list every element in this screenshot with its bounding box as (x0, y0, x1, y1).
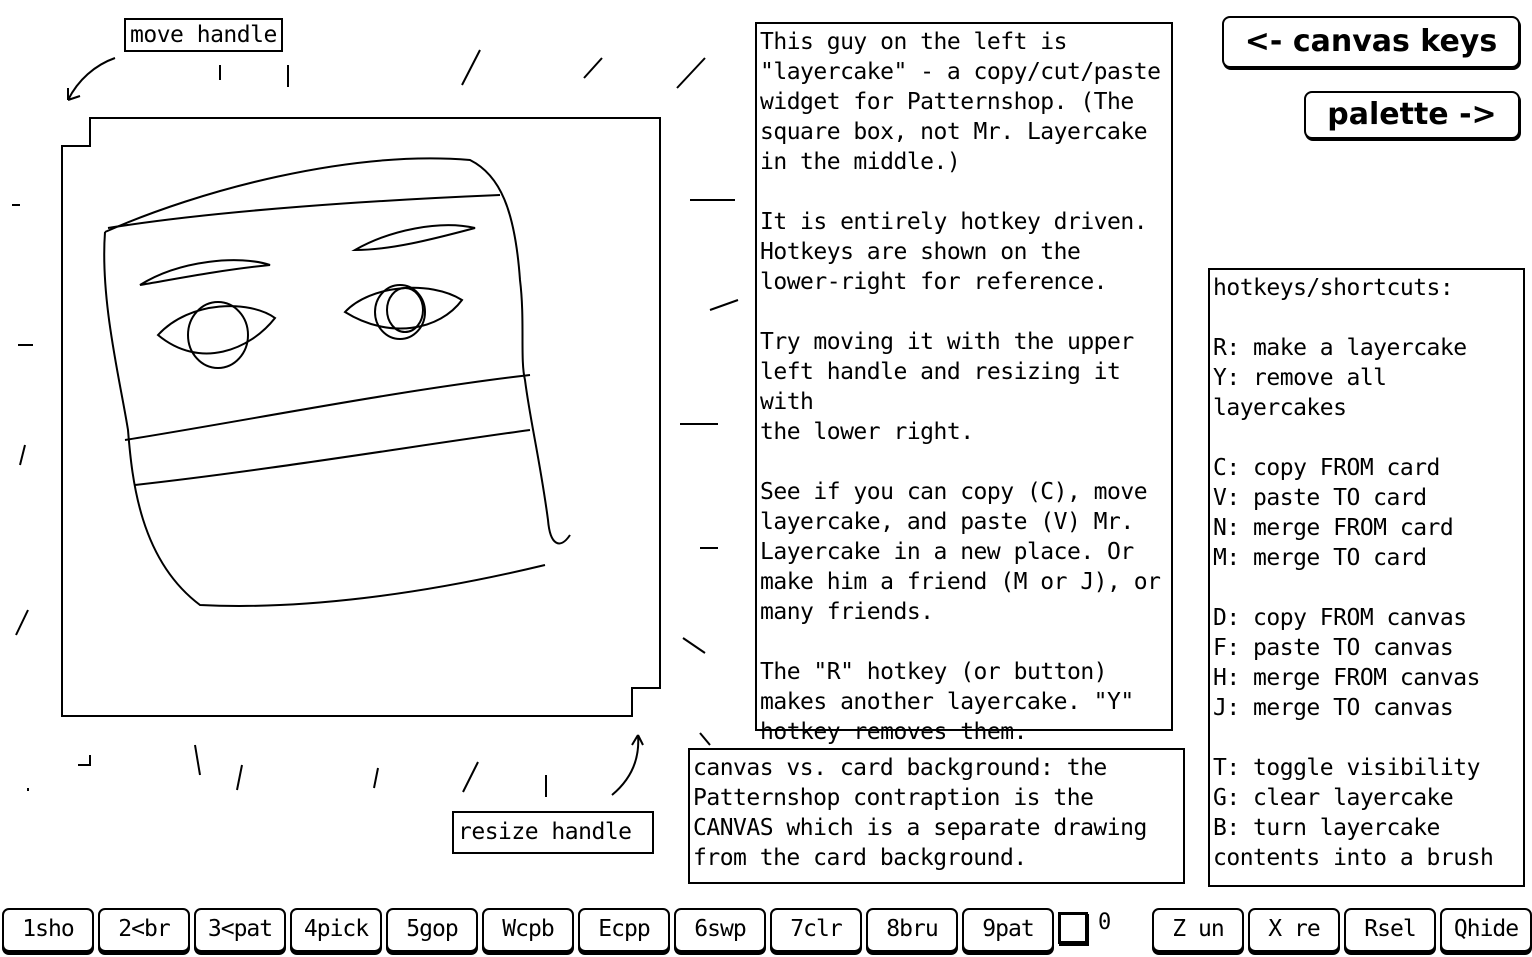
toolbar-button-undo[interactable]: Z un (1152, 908, 1244, 952)
toolbar-button-redo[interactable]: X re (1248, 908, 1340, 952)
decorative-marks (12, 49, 739, 797)
info-text-field: This guy on the left is "layercake" - a … (755, 22, 1173, 745)
toolbar-checkbox[interactable] (1058, 912, 1088, 944)
toolbar-button-ecpp[interactable]: Ecpp (578, 908, 670, 952)
toolbar-button-7clr[interactable]: 7clr (770, 908, 862, 952)
toolbar-button-5gop[interactable]: 5gop (386, 908, 478, 952)
toolbar-button-6swp[interactable]: 6swp (674, 908, 766, 952)
toolbar-button-4pick[interactable]: 4pick (290, 908, 382, 952)
toolbar-button-rsel[interactable]: Rsel (1344, 908, 1436, 952)
layercake-widget (61, 117, 661, 717)
toolbar-button-wcpb[interactable]: Wcpb (482, 908, 574, 952)
palette-button[interactable]: palette -> (1304, 91, 1520, 139)
toolbar-button-8bru[interactable]: 8bru (866, 908, 958, 952)
resize-handle-label: resize handle (452, 811, 654, 854)
canvas-keys-button[interactable]: <- canvas keys (1222, 16, 1520, 68)
toolbar-button-9pat[interactable]: 9pat (962, 908, 1054, 952)
hotkeys-field: hotkeys/shortcuts: R: make a layercake Y… (1208, 268, 1525, 887)
toolbar-button-3pat[interactable]: 3<pat (194, 908, 286, 952)
toolbar-button-1sho[interactable]: 1sho (2, 908, 94, 952)
toolbar-button-2br[interactable]: 2<br (98, 908, 190, 952)
toolbar-button-qhide[interactable]: Qhide (1440, 908, 1532, 952)
canvas-note-field: canvas vs. card background: the Patterns… (688, 748, 1185, 884)
checkbox-value: 0 (1098, 910, 1112, 935)
mr-layercake-drawing (103, 157, 571, 607)
move-handle-label: move handle (124, 18, 283, 52)
